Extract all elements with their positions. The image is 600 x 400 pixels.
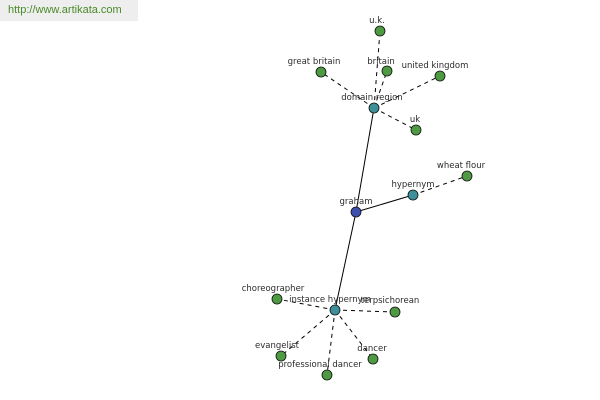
edge-instance-hypernym-dancer: [334, 309, 374, 360]
label-wheat-flour: wheat flour: [437, 161, 486, 171]
node-graham[interactable]: [350, 206, 362, 218]
label-great-britain: great britain: [288, 57, 341, 67]
label-britain: britain: [367, 57, 395, 67]
label-domain-region: domain region: [341, 93, 402, 103]
node-evangelist[interactable]: [275, 350, 287, 362]
node-dancer[interactable]: [367, 353, 379, 365]
node-britain[interactable]: [381, 65, 393, 77]
label-united-kingdom: united kingdom: [402, 61, 469, 71]
label-graham: graham: [340, 197, 373, 207]
edge-graham-hypernym: [355, 194, 414, 213]
edge-hypernym-wheat-flour: [412, 175, 468, 196]
edge-graham-instance-hypernym: [334, 211, 357, 311]
edge-graham-domain-region: [355, 107, 375, 213]
node-great-britain[interactable]: [315, 66, 327, 78]
edge-instance-hypernym-evangelist: [280, 309, 336, 357]
label-dancer: dancer: [357, 344, 387, 354]
label-uk-dotted: u.k.: [369, 16, 385, 26]
url-bar: http://www.artikata.com: [0, 0, 138, 21]
node-choreographer[interactable]: [271, 293, 283, 305]
label-terpsichorean: terpsichorean: [361, 296, 420, 306]
node-hypernym[interactable]: [407, 189, 419, 201]
label-hypernym: hypernym: [391, 180, 434, 190]
node-professional-dancer[interactable]: [321, 369, 333, 381]
node-uk-dotted[interactable]: [374, 25, 386, 37]
label-choreographer: choreographer: [242, 284, 305, 294]
edge-instance-hypernym-professional-dancer: [326, 309, 336, 376]
node-wheat-flour[interactable]: [461, 170, 473, 182]
edge-instance-hypernym-choreographer: [276, 298, 336, 311]
node-uk[interactable]: [410, 124, 422, 136]
edge-domain-region-uk-dotted: [373, 30, 381, 109]
node-terpsichorean[interactable]: [389, 306, 401, 318]
site-url-link[interactable]: http://www.artikata.com: [8, 4, 122, 16]
edge-domain-region-britain: [373, 70, 388, 109]
label-professional-dancer: professional dancer: [278, 360, 362, 370]
node-instance-hypernym[interactable]: [329, 304, 341, 316]
edge-instance-hypernym-terpsichorean: [334, 309, 396, 313]
edge-domain-region-great-britain: [320, 71, 375, 109]
node-domain-region[interactable]: [368, 102, 380, 114]
edge-domain-region-united-kingdom: [373, 75, 441, 109]
label-instance-hypernym: instance hypernym: [289, 295, 371, 305]
label-uk: uk: [410, 115, 420, 125]
node-united-kingdom[interactable]: [434, 70, 446, 82]
label-evangelist: evangelist: [255, 341, 300, 351]
